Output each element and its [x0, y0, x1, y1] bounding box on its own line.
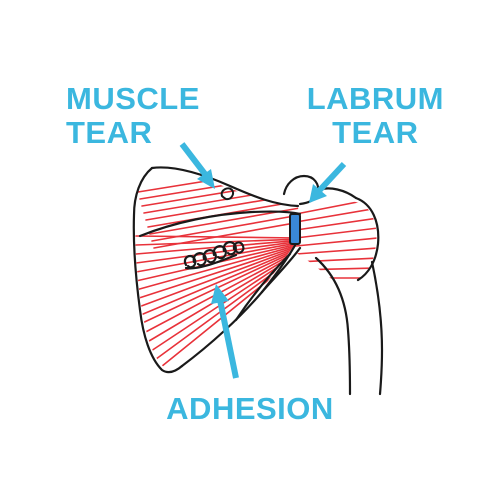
labrum-patch-icon: [289, 213, 301, 245]
muscle-fiber-stroke: [295, 217, 377, 231]
adhesion-band: [234, 252, 292, 322]
muscle-tear-label: MUSCLE TEAR: [66, 82, 200, 150]
muscle-fiber-stroke: [135, 248, 299, 318]
labrum-tear-label: LABRUM TEAR: [307, 82, 444, 150]
humerus-medial: [314, 256, 352, 396]
humeral-muscle-fibers: [295, 198, 377, 279]
muscle-fiber-stroke: [295, 267, 377, 271]
humeral-head: [354, 196, 380, 282]
adhesion-arrowhead: [211, 284, 229, 304]
labrum-tear-label-line1: LABRUM: [306, 81, 444, 116]
muscle-fiber-stroke: [135, 238, 299, 246]
muscle-tear-label-line1: MUSCLE: [66, 81, 200, 116]
labrum: [289, 213, 301, 245]
muscle-fiber-stroke: [295, 198, 377, 215]
labrum-tear-arrowhead: [309, 184, 327, 203]
muscle-fiber-stroke: [135, 235, 299, 239]
labrum-tear-arrow: [315, 161, 347, 195]
muscle-fiber-stroke: [135, 245, 299, 300]
muscle-fiber-stroke: [135, 244, 299, 291]
muscle-tear-arrow: [179, 142, 211, 180]
humerus-lateral: [370, 260, 384, 396]
muscle-fiber-stroke: [139, 172, 300, 200]
scapula-border: [132, 166, 184, 374]
muscle-fiber-stroke: [295, 227, 377, 239]
adhesion-label: ADHESION: [166, 391, 334, 426]
coiled-loops-icon: [183, 241, 245, 270]
scapula-top-edge: [150, 166, 300, 208]
muscle-fiber-stroke: [295, 237, 377, 247]
muscle-fiber-stroke: [135, 240, 299, 264]
muscle-tear-arrowhead: [197, 169, 215, 189]
adhesion-arrow: [217, 299, 239, 379]
small-loop-icon: [220, 187, 235, 201]
muscle-fiber-stroke: [135, 246, 299, 309]
scapular-spine: [138, 210, 302, 238]
muscle-fiber-stroke: [295, 257, 377, 263]
muscle-tear-label-line2: TEAR: [66, 115, 153, 150]
muscle-fiber-stroke: [295, 207, 377, 223]
labrum-tear-label-line2: TEAR: [332, 115, 419, 150]
glenoid-neck: [260, 246, 302, 294]
muscle-fiber-stroke: [295, 247, 377, 255]
muscle-fiber-stroke: [137, 167, 300, 193]
callout-arrows: [179, 142, 347, 379]
